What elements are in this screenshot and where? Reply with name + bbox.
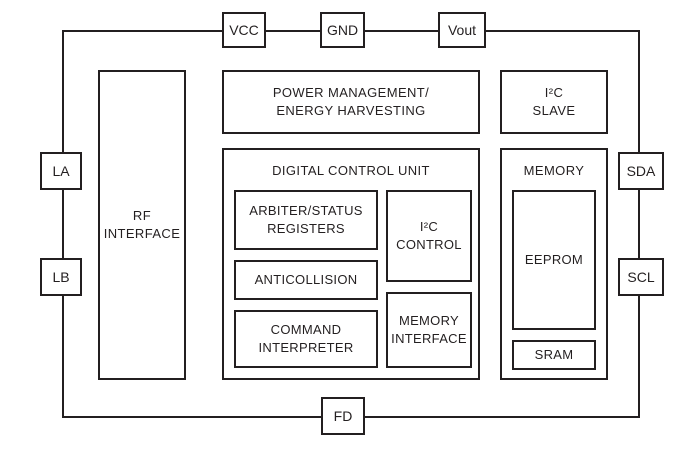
block-eeprom: EEPROM <box>512 190 596 330</box>
pin-fd: FD <box>321 397 365 435</box>
pin-scl: SCL <box>618 258 664 296</box>
block-sram: SRAM <box>512 340 596 370</box>
digital-control-unit-title: DIGITAL CONTROL UNIT <box>272 163 430 178</box>
block-rf-interface: RF INTERFACE <box>98 70 186 380</box>
pin-gnd: GND <box>320 12 365 48</box>
pin-vout: Vout <box>438 12 486 48</box>
pin-vcc: VCC <box>222 12 266 48</box>
block-anticollision: ANTICOLLISION <box>234 260 378 300</box>
block-memory-interface: MEMORY INTERFACE <box>386 292 472 368</box>
pin-la: LA <box>40 152 82 190</box>
block-i2c-slave: I²C SLAVE <box>500 70 608 134</box>
block-digital-control-unit: DIGITAL CONTROL UNIT ARBITER/STATUS REGI… <box>222 148 480 380</box>
block-memory: MEMORY EEPROM SRAM <box>500 148 608 380</box>
block-command-interpreter: COMMAND INTERPRETER <box>234 310 378 368</box>
block-i2c-control: I²C CONTROL <box>386 190 472 282</box>
block-power-management: POWER MANAGEMENT/ ENERGY HARVESTING <box>222 70 480 134</box>
block-arbiter-status-registers: ARBITER/STATUS REGISTERS <box>234 190 378 250</box>
pin-lb: LB <box>40 258 82 296</box>
pin-sda: SDA <box>618 152 664 190</box>
memory-title: MEMORY <box>523 163 585 178</box>
